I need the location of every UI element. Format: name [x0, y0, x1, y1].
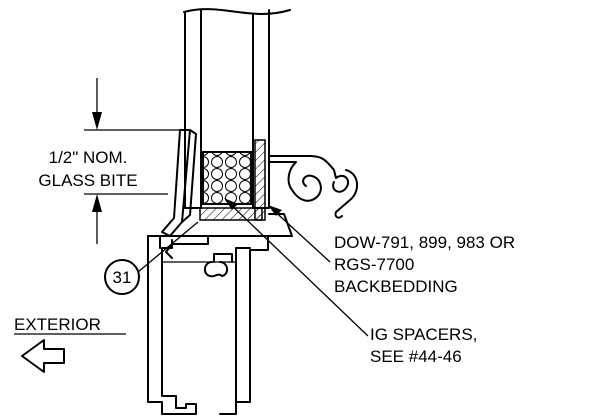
exterior-label: EXTERIOR: [14, 315, 101, 334]
interior-gasket-arm: [268, 155, 337, 179]
backbedding-label-line3: BACKBEDDING: [334, 277, 458, 296]
setting-block: [199, 207, 263, 221]
glass-bite-dimension: [84, 78, 186, 244]
backbedding-label-line1: DOW-791, 899, 983 OR: [334, 233, 515, 252]
ig-spacer: [202, 151, 252, 205]
spacers-leader: [224, 198, 369, 337]
callout-number: 31: [113, 268, 132, 287]
exterior-arrow: [14, 333, 126, 373]
glass-bite-label-line1: 1/2" NOM.: [49, 148, 128, 167]
backbedding-label-line2: RGS-7700: [334, 255, 414, 274]
callout-31: 31: [104, 221, 199, 295]
glass-bite-label-line2: GLASS BITE: [38, 171, 137, 190]
insulating-glass-unit: [183, 8, 291, 209]
frame-extrusion: [147, 235, 269, 415]
spacers-label-line1: IG SPACERS,: [370, 325, 477, 344]
spacers-label-line2: SEE #44-46: [370, 347, 462, 366]
backbedding-leader: [268, 205, 331, 263]
